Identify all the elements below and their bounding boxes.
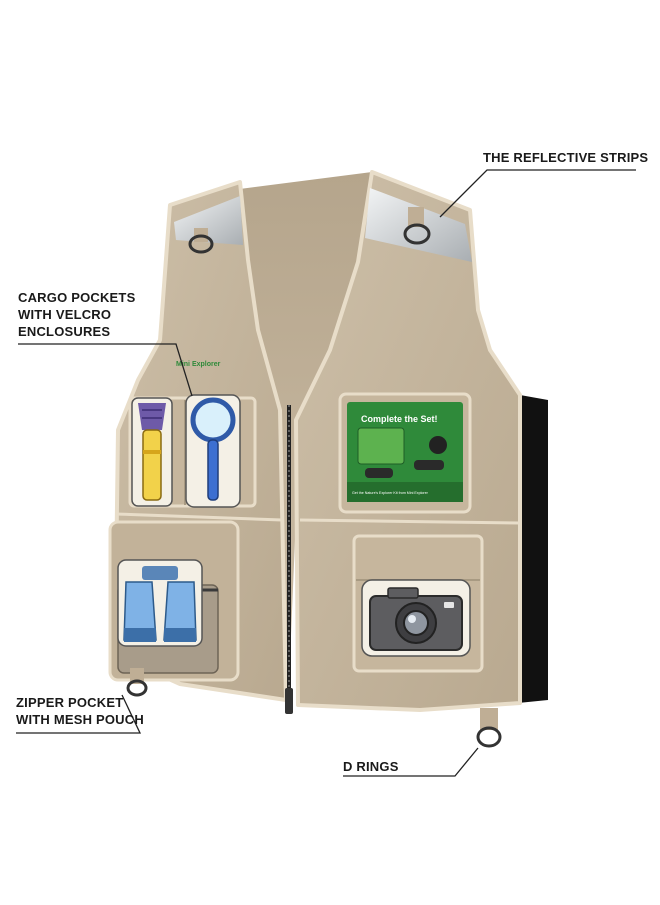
callout-zipper-pocket: ZIPPER POCKET WITH MESH POUCH — [16, 695, 144, 727]
callout-d-rings: D RINGS — [343, 759, 399, 774]
brand-logo: Mini Explorer — [176, 361, 221, 368]
insert-card-caption-band — [347, 482, 463, 502]
svg-text:Mini Explorer: Mini Explorer — [176, 361, 221, 368]
zipper-pull — [285, 688, 293, 714]
binoculars-icon — [117, 559, 203, 647]
d-ring-bottom-right — [476, 726, 502, 748]
d-ring-bottom-left — [126, 679, 148, 697]
callout-cargo-pockets: CARGO POCKETS WITH VELCRO ENCLOSURES — [18, 290, 136, 339]
camera-icon — [361, 579, 471, 657]
insert-card-headline: Complete the Set! — [361, 414, 438, 424]
leader-reflective-strips — [439, 169, 636, 218]
leader-cargo-pockets — [18, 343, 193, 397]
callout-reflective-strips: THE REFLECTIVE STRIPS — [483, 150, 649, 165]
d-ring-right — [403, 223, 431, 245]
vest-side-panel — [518, 395, 548, 703]
reflective-strip-left — [174, 196, 243, 245]
flashlight-icon — [131, 397, 173, 507]
leader-zipper-pocket — [16, 694, 142, 734]
d-ring-tab-right — [408, 207, 424, 227]
d-ring-left — [188, 234, 214, 254]
leader-d-rings — [343, 747, 479, 777]
insert-card-caption: Get the Nature's Explorer Kit from Mini … — [352, 491, 429, 495]
magnifying-glass-icon — [185, 394, 241, 508]
